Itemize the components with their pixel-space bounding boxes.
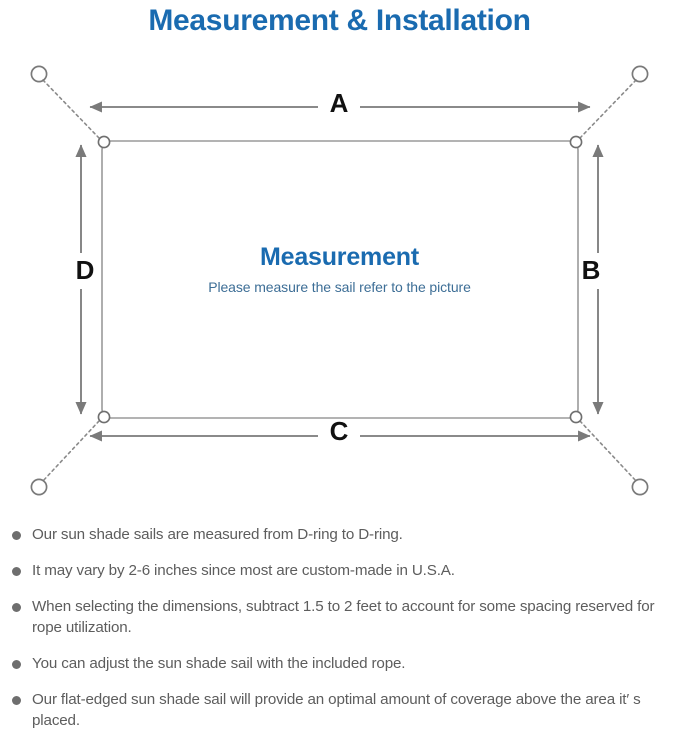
list-item: Our sun shade sails are measured from D-…	[0, 524, 679, 545]
list-item: It may vary by 2-6 inches since most are…	[0, 560, 679, 581]
bullet-icon	[12, 696, 21, 705]
list-item: You can adjust the sun shade sail with t…	[0, 653, 679, 674]
measurement-diagram: Measurement Please measure the sail refe…	[0, 46, 679, 516]
bullet-icon	[12, 603, 21, 612]
anchor-ring-top-left	[30, 65, 48, 83]
rope-line-bottom-left	[41, 420, 100, 483]
rope-line-top-left	[41, 78, 100, 139]
dimension-label-a: A	[329, 88, 349, 118]
anchor-ring-top-right	[631, 65, 649, 83]
note-text: When selecting the dimensions, subtract …	[32, 598, 655, 636]
note-text: Our flat-edged sun shade sail will provi…	[32, 691, 641, 729]
dimension-label-b: B	[581, 255, 601, 285]
page-title: Measurement & Installation	[148, 4, 531, 37]
bullet-icon	[12, 567, 21, 576]
diagram-svg	[30, 65, 649, 496]
d-ring-bottom-left	[97, 410, 111, 424]
d-ring-top-left	[97, 135, 111, 149]
d-ring-top-right	[569, 135, 583, 149]
anchor-ring-bottom-left	[30, 478, 48, 496]
list-item: When selecting the dimensions, subtract …	[0, 596, 679, 638]
note-text: Our sun shade sails are measured from D-…	[32, 526, 403, 543]
anchor-ring-bottom-right	[631, 478, 649, 496]
dimension-label-c: C	[329, 416, 349, 446]
bullet-icon	[12, 660, 21, 669]
list-item: Our flat-edged sun shade sail will provi…	[0, 689, 679, 731]
bullet-icon	[12, 531, 21, 540]
rope-line-bottom-right	[579, 420, 638, 483]
d-ring-bottom-right	[569, 410, 583, 424]
note-text: You can adjust the sun shade sail with t…	[32, 655, 406, 672]
anchor-rings	[30, 65, 649, 496]
sail-d-rings	[97, 135, 583, 424]
sail-panel	[101, 140, 579, 419]
rope-line-top-right	[579, 78, 638, 139]
dimension-label-d: D	[75, 255, 95, 285]
note-text: It may vary by 2-6 inches since most are…	[32, 562, 455, 579]
notes-list: Our sun shade sails are measured from D-…	[0, 524, 679, 746]
